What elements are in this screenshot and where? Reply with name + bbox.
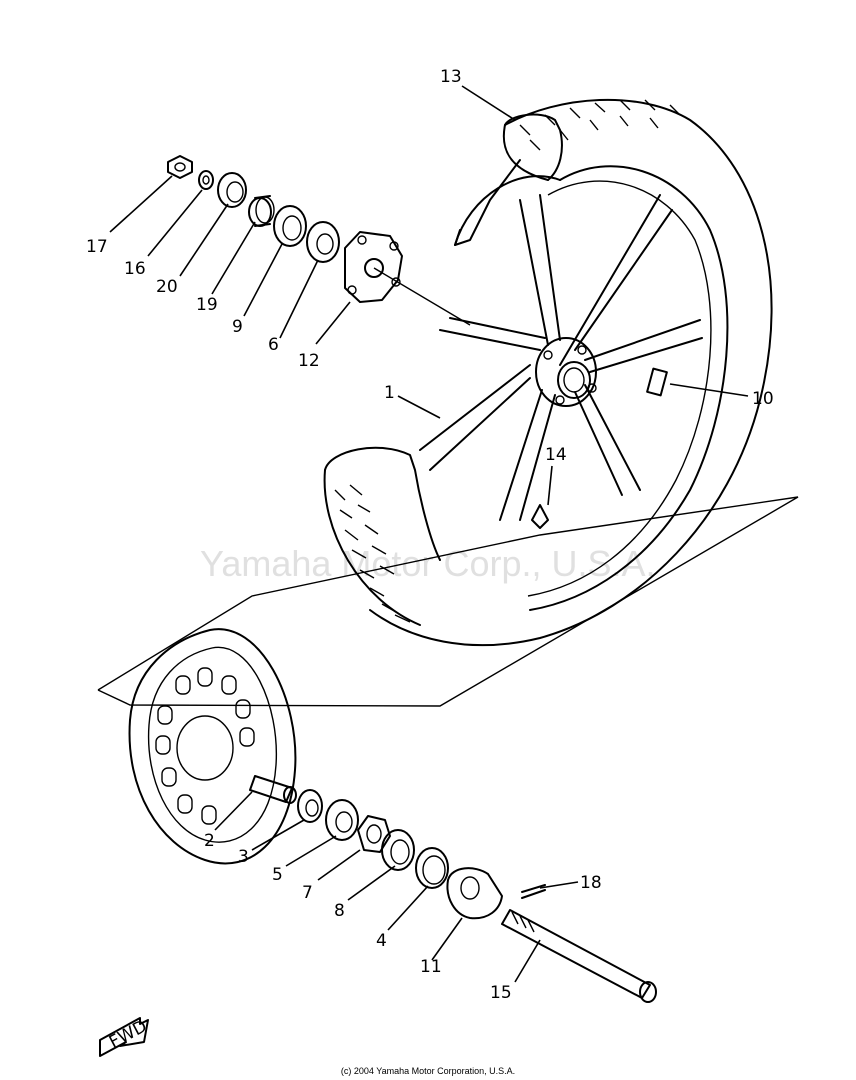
bearing-9 (273, 205, 307, 247)
axle-15 (501, 909, 657, 1003)
callout-6: 6 (268, 335, 279, 355)
spacer-2 (249, 775, 297, 804)
callout-20: 20 (156, 277, 178, 297)
callout-4: 4 (376, 931, 387, 951)
washer-16 (198, 170, 214, 190)
callout-11: 11 (420, 957, 442, 977)
callout-2: 2 (204, 831, 215, 851)
fwd-label: FWD (106, 1016, 150, 1052)
callout-13: 13 (440, 67, 462, 87)
cotter-pin-18 (521, 884, 546, 899)
callout-3: 3 (238, 847, 249, 867)
callout-7: 7 (302, 883, 313, 903)
callout-10: 10 (752, 389, 774, 409)
nut-17 (167, 155, 193, 179)
collar-19 (248, 195, 275, 227)
callout-numbers: 13 17 16 20 19 9 6 12 1 10 14 2 3 5 7 8 … (86, 67, 774, 1003)
assembly-plane-lines (97, 496, 799, 707)
bearing-5 (325, 799, 359, 841)
callout-8: 8 (334, 901, 345, 921)
seal-4 (415, 847, 449, 889)
leader-lines (109, 85, 749, 983)
gear-unit-11 (446, 867, 503, 920)
copyright-notice: (c) 2004 Yamaha Motor Corporation, U.S.A… (340, 1066, 516, 1076)
brake-disc (128, 628, 297, 865)
oil-seal-3 (297, 789, 323, 823)
oil-seal-20 (217, 172, 247, 208)
callout-19: 19 (196, 295, 218, 315)
callout-12: 12 (298, 351, 320, 371)
callout-16: 16 (124, 259, 146, 279)
clutch-hub-12 (344, 231, 471, 326)
cast-wheel (323, 98, 773, 647)
callout-1: 1 (384, 383, 395, 403)
callout-5: 5 (272, 865, 283, 885)
callout-17: 17 (86, 237, 108, 257)
callout-9: 9 (232, 317, 243, 337)
callout-15: 15 (490, 983, 512, 1003)
callout-14: 14 (545, 445, 567, 465)
bearing-6 (306, 221, 340, 263)
gear-8 (381, 829, 415, 871)
retainer-7 (357, 815, 391, 853)
watermark: Yamaha Motor Corp., U.S.A. (200, 543, 656, 584)
callout-18: 18 (580, 873, 602, 893)
fwd-arrow-icon: FWD (99, 1016, 150, 1057)
